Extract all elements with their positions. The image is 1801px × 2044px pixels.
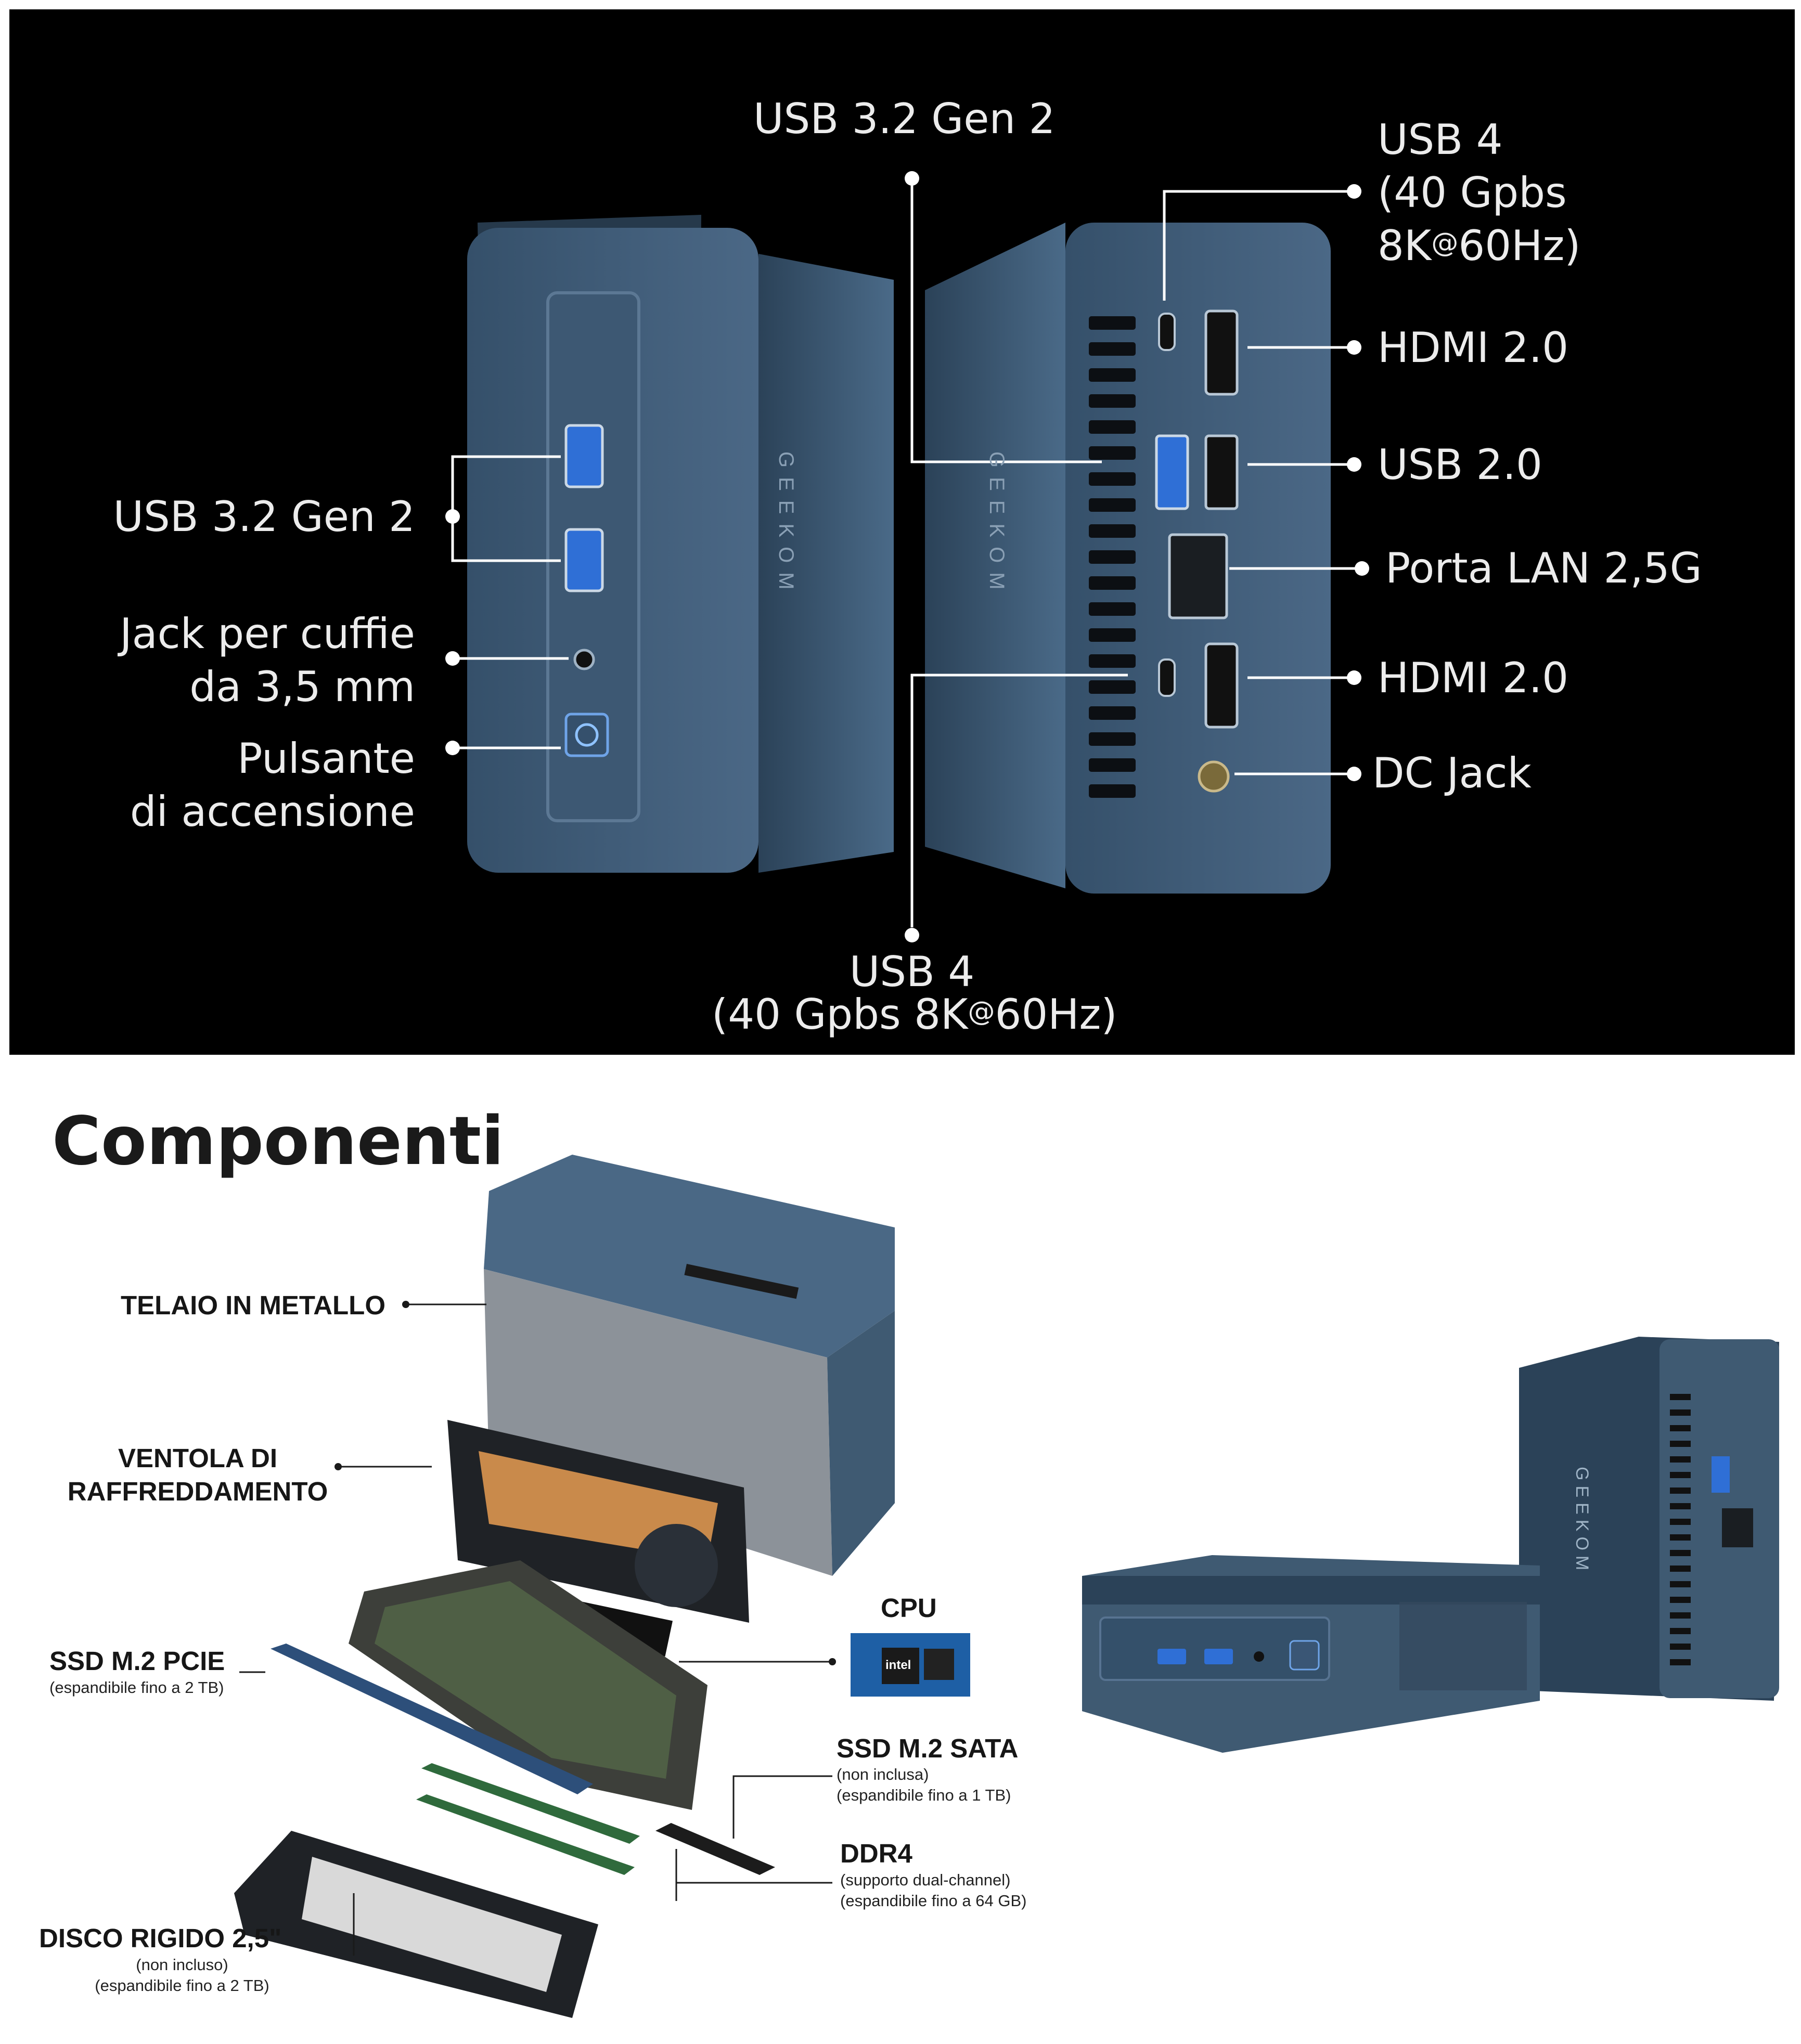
label-ventola-line2: RAFFREDDAMENTO <box>67 1477 328 1506</box>
label-ddr4: DDR4 <box>840 1839 912 1868</box>
label-usb4-bottom: USB 4 (40 Gpbs 8K@60Hz) <box>712 948 1117 1039</box>
label-usb32-front: USB 3.2 Gen 2 <box>113 493 415 541</box>
label-dc-jack: DC Jack <box>1372 749 1532 797</box>
label-power-line1: Pulsante <box>237 734 415 783</box>
label-disco: DISCO RIGIDO 2,5" <box>39 1923 282 1953</box>
headphone-jack <box>573 649 595 670</box>
label-power-line2: di accensione <box>130 787 415 836</box>
label-cpu: CPU <box>881 1593 937 1623</box>
thermal-pad <box>502 1586 673 1657</box>
label-usb4-right: USB 4 (40 Gpbs 8K@60Hz) <box>1378 113 1581 273</box>
label-disco-sub1: (non incluso) <box>136 1956 228 1974</box>
label-headphone-line1: Jack per cuffie <box>120 610 415 658</box>
label-disco-sub2: (espandibile fino a 2 TB) <box>95 1976 269 1995</box>
devices-illustration <box>445 171 1369 942</box>
metal-chassis <box>484 1155 895 1576</box>
rear-device-brand: GEEKOM <box>985 451 1008 599</box>
rear-device <box>925 223 1331 894</box>
rear-usb20 <box>1204 434 1239 510</box>
label-ventola-line1: VENTOLA DI <box>118 1443 278 1473</box>
power-icon <box>575 723 599 747</box>
assembled-devices <box>1082 1337 1779 1753</box>
label-ssd-sata-sub1: (non inclusa) <box>837 1765 929 1783</box>
rear-usbc-upper <box>1158 313 1176 351</box>
ports-panel: GEEKOM GEEKOM USB 3.2 Gen 2 USB 4 (40 Gp… <box>9 9 1795 1055</box>
label-disco-sub: (non incluso) (espandibile fino a 2 TB) <box>57 1955 307 1996</box>
cpu-chip-text: intel <box>885 1658 911 1672</box>
label-ventola: VENTOLA DI RAFFREDDAMENTO <box>62 1442 333 1508</box>
label-ddr4-sub2: (espandibile fino a 64 GB) <box>840 1892 1027 1910</box>
component-callout-lines <box>239 1303 832 1956</box>
label-usb4-right-line2: (40 Gpbs <box>1378 169 1567 217</box>
front-usb-port-1 <box>564 424 604 488</box>
front-device-side <box>758 254 894 873</box>
label-ssd-sata-sub: (non inclusa) (espandibile fino a 1 TB) <box>837 1764 1011 1806</box>
vent-slots <box>1089 316 1136 798</box>
rear-device-side <box>925 223 1065 888</box>
label-ssd-pcie: SSD M.2 PCIE <box>49 1646 225 1676</box>
rear-usb32 <box>1155 434 1189 510</box>
label-power-button: Pulsante di accensione <box>87 732 415 838</box>
label-lan: Porta LAN 2,5G <box>1385 544 1702 592</box>
label-usb4-bottom-line2: (40 Gpbs 8K@60Hz) <box>712 990 1117 1039</box>
label-telaio: TELAIO IN METALLO <box>121 1290 386 1320</box>
rear-usbc-lower <box>1158 658 1176 697</box>
callout-dots <box>445 171 1369 942</box>
label-hdmi-upper: HDMI 2.0 <box>1378 324 1569 372</box>
label-ssd-pcie-sub: (espandibile fino a 2 TB) <box>49 1678 224 1697</box>
motherboard <box>349 1560 707 1810</box>
label-usb4-bottom-line1: USB 4 <box>849 948 975 996</box>
label-ssd-sata: SSD M.2 SATA <box>837 1733 1019 1763</box>
ddr4-stick-1 <box>421 1763 640 1844</box>
label-ddr4-sub1: (supporto dual-channel) <box>840 1871 1011 1889</box>
component-callout-dots <box>335 1301 836 1665</box>
label-usb20: USB 2.0 <box>1378 441 1542 489</box>
ssd-pcie-stick <box>271 1644 593 1794</box>
label-usb4-right-line3: 8K@60Hz) <box>1378 222 1581 270</box>
components-title: Componenti <box>52 1103 504 1180</box>
front-usb-port-2 <box>564 528 604 592</box>
rear-small-ports <box>1670 1394 1753 1665</box>
label-headphone: Jack per cuffie da 3,5 mm <box>87 607 415 714</box>
rear-dc-jack <box>1198 760 1230 793</box>
label-usb4-right-line1: USB 4 <box>1378 115 1503 164</box>
label-ssd-sata-sub2: (espandibile fino a 1 TB) <box>837 1786 1011 1804</box>
rear-hdmi-lower <box>1204 642 1239 729</box>
label-hdmi-lower: HDMI 2.0 <box>1378 654 1569 702</box>
front-device <box>467 215 894 873</box>
rear-lan-port <box>1168 533 1228 619</box>
label-usb32-top: USB 3.2 Gen 2 <box>753 95 1056 143</box>
power-button <box>564 713 609 757</box>
ssd-sata-stick <box>655 1823 775 1875</box>
ddr4-stick-2 <box>416 1794 635 1875</box>
rear-hdmi-upper <box>1204 309 1239 396</box>
assembled-device-brand: GEEKOM <box>1572 1467 1592 1576</box>
callout-lines <box>451 178 1362 927</box>
front-device-brand: GEEKOM <box>775 451 797 599</box>
label-headphone-line2: da 3,5 mm <box>189 663 415 711</box>
label-ddr4-sub: (supporto dual-channel) (espandibile fin… <box>840 1870 1026 1911</box>
cooling-fan <box>447 1420 749 1623</box>
